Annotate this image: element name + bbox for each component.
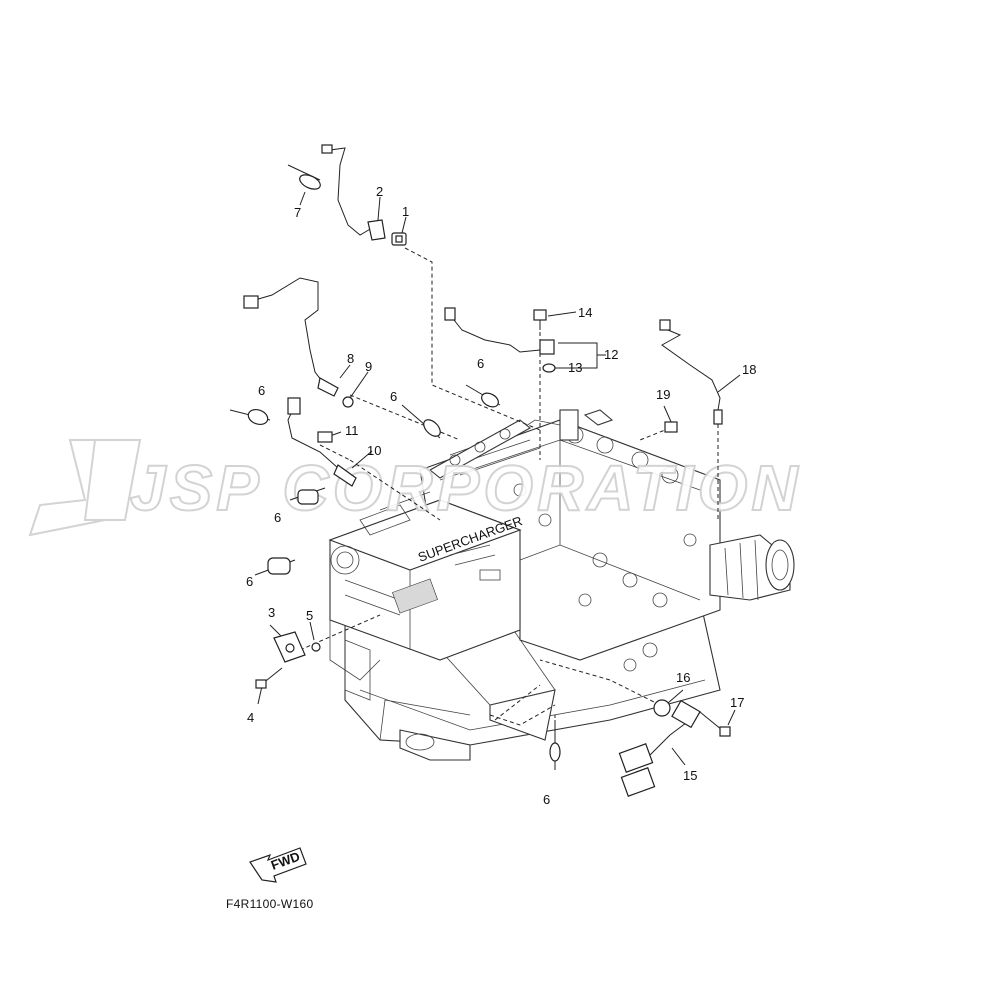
sensor-harness-18[interactable] xyxy=(659,319,723,425)
callout-6-a[interactable]: 6 xyxy=(477,356,484,371)
cable-tie-6a[interactable] xyxy=(229,407,271,427)
fwd-arrow: FWD xyxy=(249,847,307,883)
engine-ports xyxy=(513,426,697,672)
callout-labels: 1 2 3 4 5 6 6 6 6 6 6 7 8 9 10 11 12 13 … xyxy=(246,184,756,807)
watermark: JSP CORPORATION xyxy=(28,439,802,537)
callout-14[interactable]: 14 xyxy=(578,305,592,320)
callout-1[interactable]: 1 xyxy=(402,204,409,219)
cable-tie-6b[interactable] xyxy=(401,404,443,439)
bolt-4[interactable] xyxy=(255,667,283,689)
sensor-3[interactable] xyxy=(273,631,306,663)
callout-11[interactable]: 11 xyxy=(345,423,359,438)
sensor-harness-2[interactable] xyxy=(321,144,386,241)
cable-tie-7[interactable] xyxy=(287,164,323,192)
engine-assembly: SUPERCHARGER xyxy=(328,409,795,761)
cable-tie-6e[interactable] xyxy=(254,557,296,576)
sensor-harness-8[interactable] xyxy=(243,277,339,397)
cable-tie-6d[interactable] xyxy=(289,487,326,505)
callout-17[interactable]: 17 xyxy=(730,695,744,710)
callout-10[interactable]: 10 xyxy=(367,443,381,458)
callout-6-f[interactable]: 6 xyxy=(543,792,550,807)
callout-9[interactable]: 9 xyxy=(365,359,372,374)
callout-13[interactable]: 13 xyxy=(568,360,582,375)
sensor-harness-15[interactable] xyxy=(618,699,701,797)
callout-12[interactable]: 12 xyxy=(604,347,618,362)
callout-8[interactable]: 8 xyxy=(347,351,354,366)
callout-4[interactable]: 4 xyxy=(247,710,254,725)
o-ring-5[interactable] xyxy=(311,642,321,652)
bolt-19[interactable] xyxy=(664,421,678,433)
callout-6-b[interactable]: 6 xyxy=(258,383,265,398)
callout-3[interactable]: 3 xyxy=(268,605,275,620)
o-ring-16[interactable] xyxy=(653,699,671,717)
callout-19[interactable]: 19 xyxy=(656,387,670,402)
exhaust-coupling xyxy=(709,534,795,601)
callout-7[interactable]: 7 xyxy=(294,205,301,220)
o-ring-13[interactable] xyxy=(542,363,556,373)
callout-18[interactable]: 18 xyxy=(742,362,756,377)
watermark-text: JSP CORPORATION xyxy=(130,452,802,524)
diagram-code: F4R1100-W160 xyxy=(226,897,313,911)
callout-5[interactable]: 5 xyxy=(306,608,313,623)
callout-15[interactable]: 15 xyxy=(683,768,697,783)
callout-2[interactable]: 2 xyxy=(376,184,383,199)
cable-tie-6c[interactable] xyxy=(465,384,501,410)
plug-1[interactable] xyxy=(391,232,407,246)
callout-6-e[interactable]: 6 xyxy=(246,574,253,589)
sensor-harness-12[interactable] xyxy=(444,307,555,355)
callout-6-d[interactable]: 6 xyxy=(274,510,281,525)
sensor-harness-10[interactable] xyxy=(287,397,357,487)
washer-9[interactable] xyxy=(342,396,354,408)
cable-tie-6f[interactable] xyxy=(549,720,561,770)
fuel-rail xyxy=(429,409,614,479)
callout-6-c[interactable]: 6 xyxy=(390,389,397,404)
intake-box: SUPERCHARGER xyxy=(328,491,524,701)
callout-16[interactable]: 16 xyxy=(676,670,690,685)
bolt-11[interactable] xyxy=(317,431,333,443)
bolt-17[interactable] xyxy=(699,711,731,737)
bolt-14[interactable] xyxy=(533,309,547,330)
